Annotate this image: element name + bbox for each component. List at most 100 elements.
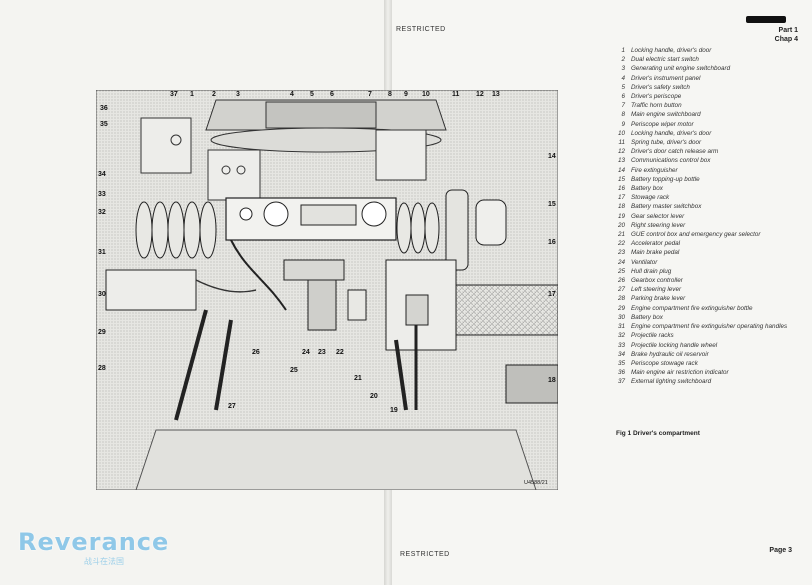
legend-item-number: 17 <box>617 194 625 202</box>
legend-item-text: Periscope wiper motor <box>631 120 694 128</box>
legend-item-text: Battery master switchbox <box>631 203 702 211</box>
legend-item-number: 6 <box>621 93 625 101</box>
legend-item: 7 Traffic horn button <box>612 101 807 110</box>
callout-14: 14 <box>548 153 556 160</box>
legend-item-text: Battery box <box>631 185 663 193</box>
watermark-main-text: Reverance <box>18 528 170 556</box>
callout-28: 28 <box>98 365 106 372</box>
legend-item-number: 10 <box>617 129 625 137</box>
callout-34: 34 <box>98 171 106 178</box>
legend-item: 10 Locking handle, driver's door <box>612 129 807 138</box>
legend-item-number: 3 <box>621 65 625 73</box>
legend-item-text: Fire extinguisher <box>631 166 678 174</box>
legend-item: 32 Projectile racks <box>612 331 807 340</box>
legend-item-text: Main engine air restriction indicator <box>631 369 729 377</box>
page-number: Page 3 <box>769 547 792 554</box>
callout-33: 33 <box>98 191 106 198</box>
drivers-compartment-illustration: 1 2 3 4 5 6 7 8 9 10 11 12 13 14 15 16 1… <box>96 90 558 490</box>
classification-footer: RESTRICTED <box>400 551 450 558</box>
legend-item: 25 Hull drain plug <box>612 267 807 276</box>
callout-25: 25 <box>290 367 298 374</box>
legend-item-number: 7 <box>621 102 625 110</box>
legend-item-number: 16 <box>617 185 625 193</box>
legend-item-text: Battery topping-up bottle <box>631 175 700 183</box>
legend-item-text: Accelerator pedal <box>631 240 681 248</box>
legend-item-text: Main brake pedal <box>631 249 680 257</box>
legend-item-text: Locking handle, driver's door <box>631 129 712 137</box>
part-chapter-label: Part 1 Chap 4 <box>775 26 798 44</box>
chapter-label: Chap 4 <box>774 36 798 43</box>
callout-8: 8 <box>388 91 392 98</box>
legend-item-number: 9 <box>621 120 625 128</box>
legend-item-number: 27 <box>617 286 625 294</box>
legend-item-number: 28 <box>617 295 625 303</box>
callout-26: 26 <box>252 349 260 356</box>
legend-item-number: 8 <box>621 111 625 119</box>
callout-6: 6 <box>330 91 334 98</box>
legend-item-number: 15 <box>617 175 625 183</box>
legend-item-text: Battery box <box>631 313 663 321</box>
legend-item-text: Spring tube, driver's door <box>631 139 702 147</box>
callout-29: 29 <box>98 329 106 336</box>
legend-item-number: 2 <box>621 56 625 64</box>
callout-21: 21 <box>354 375 362 382</box>
callout-35: 35 <box>100 121 108 128</box>
callout-18: 18 <box>548 377 556 384</box>
legend-item-text: Communications control box <box>631 157 711 165</box>
redaction-mark <box>746 16 786 23</box>
legend-item-number: 14 <box>617 166 625 174</box>
legend-item-text: Left steering lever <box>631 286 682 294</box>
legend-item-number: 18 <box>617 203 625 211</box>
legend-item: 27 Left steering lever <box>612 285 807 294</box>
callout-5: 5 <box>310 91 314 98</box>
legend-item-text: Parking brake lever <box>631 295 686 303</box>
callout-7: 7 <box>368 91 372 98</box>
legend-item-text: Traffic horn button <box>631 102 682 110</box>
legend-item-text: Projectile racks <box>631 332 674 340</box>
callout-13: 13 <box>492 91 500 98</box>
legend-item-number: 36 <box>617 369 625 377</box>
legend-item-text: Hull drain plug <box>631 267 672 275</box>
legend-item: 14 Fire extinguisher <box>612 166 807 175</box>
legend-item-text: Driver's instrument panel <box>631 74 701 82</box>
callout-2: 2 <box>212 91 216 98</box>
legend-item-text: Projectile locking handle wheel <box>631 341 718 349</box>
callout-27: 27 <box>228 403 236 410</box>
site-watermark: Reverance 战斗在法国 <box>18 528 170 566</box>
legend-item: 28 Parking brake lever <box>612 294 807 303</box>
legend-item-number: 23 <box>617 249 625 257</box>
legend-item: 9 Periscope wiper motor <box>612 120 807 129</box>
legend-item-number: 37 <box>617 378 625 386</box>
legend-item-number: 35 <box>617 359 625 367</box>
callout-19: 19 <box>390 407 398 414</box>
legend-item-number: 32 <box>617 332 625 340</box>
callout-22: 22 <box>336 349 344 356</box>
legend-item-number: 22 <box>617 240 625 248</box>
legend-item-number: 24 <box>617 258 625 266</box>
legend-item-number: 25 <box>617 267 625 275</box>
callout-20: 20 <box>370 393 378 400</box>
callout-17: 17 <box>548 291 556 298</box>
legend-item-text: Ventilator <box>631 258 658 266</box>
callout-37: 37 <box>170 91 178 98</box>
legend-item-text: Dual electric start switch <box>631 56 699 64</box>
callout-36: 36 <box>100 105 108 112</box>
callout-4: 4 <box>290 91 294 98</box>
legend-item-number: 11 <box>618 139 625 147</box>
